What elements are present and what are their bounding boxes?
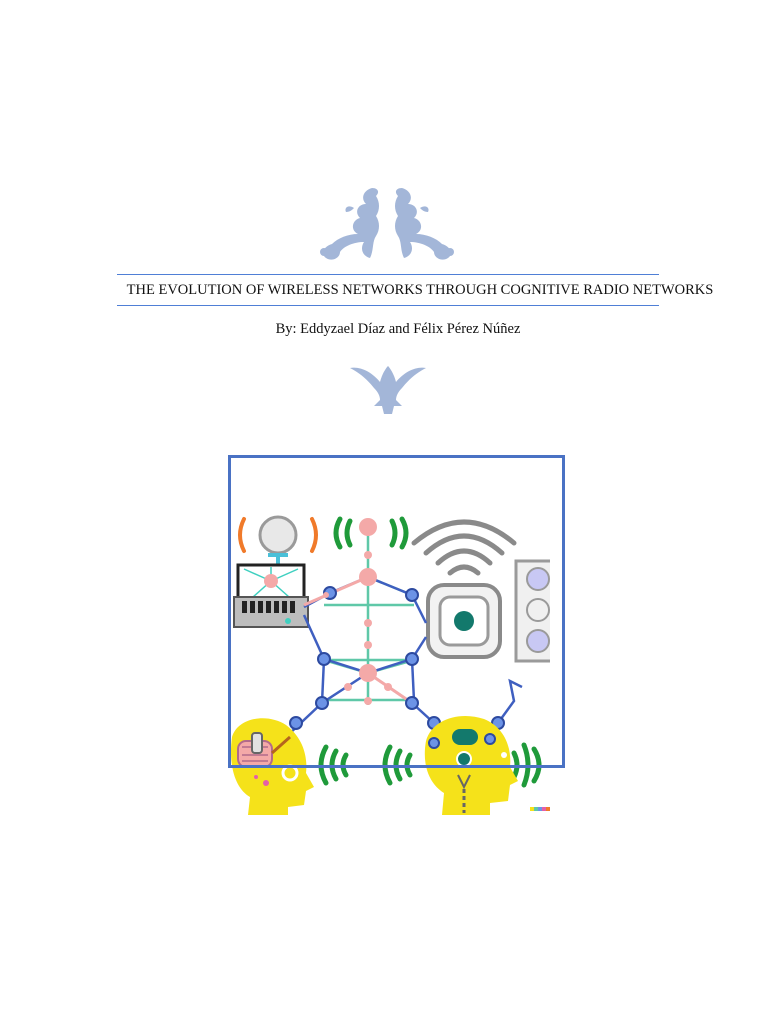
color-swatch-mark [530, 807, 550, 811]
title-rule-top [117, 274, 659, 275]
title-rule-bottom [117, 305, 659, 306]
indicator-panel-icon [514, 559, 550, 663]
author-byline: By: Eddyzael Díaz and Félix Pérez Núñez [275, 321, 521, 337]
laptop-icon [233, 563, 309, 628]
orange-signal-icon [238, 517, 318, 553]
cognitive-radio-network-illustration [228, 455, 564, 815]
document-title: THE EVOLUTION OF WIRELESS NETWORKS THROU… [126, 282, 714, 298]
router-device-icon [426, 583, 502, 659]
network-hubs [323, 518, 392, 705]
floral-scroll-ornament-icon [320, 188, 454, 260]
fleur-ornament-icon [350, 366, 426, 414]
wifi-icon [411, 519, 517, 576]
green-signal-icon [333, 516, 409, 550]
sensor-dome-icon [258, 515, 298, 555]
